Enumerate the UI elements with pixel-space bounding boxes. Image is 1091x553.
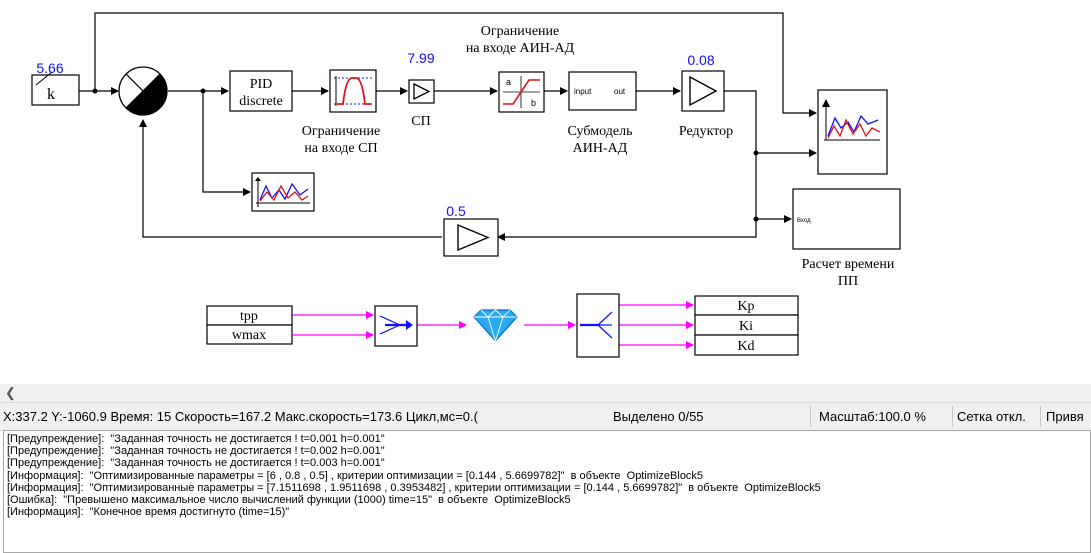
wire-junctions bbox=[92, 88, 759, 222]
log-line: [Предупреждение]: "Заданная точность не … bbox=[7, 433, 385, 445]
mux-block[interactable] bbox=[374, 305, 418, 347]
svg-text:a: a bbox=[506, 77, 511, 87]
feedback-gain-value: 0.5 bbox=[446, 203, 466, 219]
tpp-wmax-input-block[interactable]: tpp wmax bbox=[206, 305, 293, 345]
transition-time-title-2: ПП bbox=[838, 274, 858, 289]
svg-text:b: b bbox=[531, 98, 536, 108]
sp-label: СП bbox=[411, 114, 430, 129]
k-value: 5.66 bbox=[36, 60, 63, 76]
transition-time-title-1: Расчет времени bbox=[802, 257, 895, 272]
transition-time-block[interactable]: Вход bbox=[792, 188, 901, 250]
svg-text:PID: PID bbox=[250, 77, 273, 92]
submodel-title-1: Субмодель bbox=[568, 124, 633, 139]
status-snap: Привя bbox=[1046, 409, 1084, 424]
signal-wires bbox=[79, 12, 817, 241]
status-selected: Выделено 0/55 bbox=[613, 409, 704, 424]
scope-error-block[interactable] bbox=[251, 172, 315, 212]
reducer-label: Редуктор bbox=[679, 124, 733, 139]
log-line: [Предупреждение]: "Заданная точность не … bbox=[7, 445, 385, 458]
sp-gain-block[interactable] bbox=[408, 79, 435, 104]
svg-text:Вход: Вход bbox=[797, 218, 811, 224]
log-line: [Предупреждение]: "Заданная точность не … bbox=[7, 457, 385, 470]
log-line: [Информация]: "Оптимизированные параметр… bbox=[7, 481, 821, 494]
vector-wires bbox=[292, 301, 694, 349]
ain-ad-submodel-block[interactable]: input out bbox=[568, 71, 637, 111]
ain-limiter-title-2: на входе АИН-АД bbox=[466, 41, 575, 56]
log-line: [Информация]: "Оптимизированные параметр… bbox=[7, 469, 704, 482]
demux-block[interactable] bbox=[576, 293, 620, 358]
status-bar: X:337.2 Y:-1060.9 Время: 15 Скорость=167… bbox=[0, 402, 1091, 431]
reducer-gain-value: 0.08 bbox=[687, 52, 714, 68]
log-line: [Информация]: "Конечное время достигнуто… bbox=[7, 506, 290, 519]
sp-gain-value: 7.99 bbox=[407, 50, 434, 66]
feedback-gain-block[interactable] bbox=[443, 218, 499, 257]
pid-coefficients-output-block[interactable]: Kp Ki Kd bbox=[694, 295, 799, 356]
svg-text:out: out bbox=[614, 87, 626, 96]
optimizer-diamond-icon[interactable] bbox=[473, 309, 518, 343]
pid-discrete-block[interactable]: PID discrete bbox=[229, 70, 293, 112]
reducer-gain-block[interactable] bbox=[681, 70, 725, 112]
kd-label: Kd bbox=[737, 339, 754, 354]
submodel-title-2: АИН-АД bbox=[573, 141, 628, 156]
ain-limiter-title-1: Ограничение bbox=[481, 24, 560, 39]
sp-input-limiter-block[interactable] bbox=[329, 69, 377, 113]
status-grid: Сетка откл. bbox=[957, 409, 1026, 424]
saturation-block[interactable]: a b bbox=[498, 71, 545, 113]
svg-text:discrete: discrete bbox=[239, 94, 283, 109]
scope-output-block[interactable] bbox=[817, 89, 888, 175]
status-scale: Масштаб:100.0 % bbox=[819, 409, 926, 424]
sp-limiter-title-1: Ограничение bbox=[302, 124, 381, 139]
kp-label: Kp bbox=[737, 299, 754, 314]
status-coordinates: X:337.2 Y:-1060.9 Время: 15 Скорость=167… bbox=[3, 409, 478, 424]
scroll-left-icon[interactable]: ❮ bbox=[5, 385, 16, 400]
sp-limiter-title-2: на входе СП bbox=[304, 141, 377, 156]
wmax-label: wmax bbox=[232, 328, 266, 343]
svg-text:input: input bbox=[574, 87, 592, 96]
log-line: [Ошибка]: "Превышено максимальное число … bbox=[7, 494, 571, 507]
horizontal-scrollbar[interactable]: ❮ bbox=[0, 384, 1091, 402]
ki-label: Ki bbox=[739, 319, 753, 334]
summator-block[interactable] bbox=[118, 66, 168, 116]
message-log[interactable]: [Предупреждение]: "Заданная точность не … bbox=[3, 430, 1091, 553]
k-label: k bbox=[47, 86, 55, 103]
k-constant-block[interactable]: k bbox=[31, 71, 80, 106]
tpp-label: tpp bbox=[240, 309, 258, 324]
diagram-canvas[interactable]: k 5.66 PID discrete Ограничение на входе… bbox=[0, 0, 1091, 383]
